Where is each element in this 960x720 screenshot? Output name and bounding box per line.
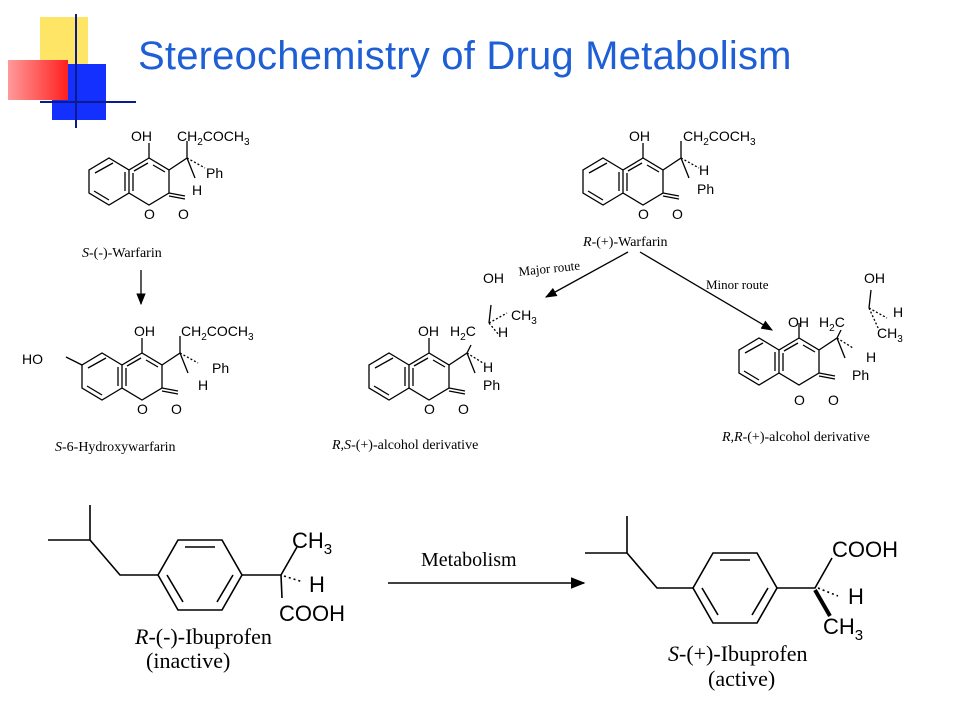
red-square — [8, 60, 68, 100]
rr-h2c: H2C — [819, 314, 845, 334]
r-warfarin-ring-o: O — [638, 206, 649, 222]
r-warfarin-label: R-(+)-Warfarin — [582, 235, 668, 250]
rs-alcohol-structure — [368, 304, 508, 401]
s6-h: H — [198, 377, 208, 393]
rr-oh: OH — [788, 314, 809, 330]
s-warfarin-ring-o: O — [144, 206, 155, 222]
rr-ch3: CH3 — [877, 325, 903, 345]
rr-ph: Ph — [852, 367, 869, 383]
s-ibuprofen-name: S-(+)-Ibuprofen — [668, 641, 807, 666]
rs-ch3: CH3 — [511, 307, 537, 327]
s-warfarin-carbonyl-o: O — [178, 206, 189, 222]
rr-h-top: H — [893, 304, 903, 320]
rs-h-top: H — [498, 324, 508, 340]
rs-h: H — [483, 359, 493, 375]
s6-ph: Ph — [212, 360, 229, 376]
r-warfarin-structure — [582, 141, 700, 206]
r-ibuprofen-structure — [48, 505, 304, 611]
s6-hydroxywarfarin-label: S-6-Hydroxywarfarin — [55, 440, 176, 455]
vertical-line — [75, 14, 77, 128]
r-warfarin-carbonyl-o: O — [672, 206, 683, 222]
r-ibuprofen-cooh: COOH — [279, 601, 345, 626]
s-ibuprofen-ch3: CH3 — [823, 614, 863, 644]
rr-oh-top: OH — [864, 270, 885, 286]
r-warfarin-side-chain: CH2COCH3 — [683, 128, 756, 148]
metabolism-label: Metabolism — [421, 549, 517, 571]
s-ibuprofen-activity: (active) — [708, 666, 775, 691]
r-ibuprofen-activity: (inactive) — [146, 648, 230, 673]
s-warfarin-h: H — [192, 182, 202, 198]
rs-ring-o: O — [424, 401, 435, 417]
rs-alcohol-label: R,S-(+)-alcohol derivative — [331, 438, 478, 453]
s-ibuprofen-cooh: COOH — [832, 537, 898, 562]
s-warfarin-label: S-(-)-Warfarin — [82, 246, 162, 261]
r-ibuprofen-name: R-(-)-Ibuprofen — [134, 624, 272, 649]
s-ibuprofen-structure — [585, 516, 839, 624]
r-warfarin-ph: Ph — [697, 181, 714, 197]
s-warfarin-ph: Ph — [206, 165, 223, 181]
s-warfarin-oh: OH — [131, 128, 152, 144]
s-ibuprofen-h: H — [848, 584, 864, 609]
r-ibuprofen-ch3: CH3 — [292, 528, 332, 558]
rs-h2c: H2C — [450, 323, 476, 343]
corner-decoration — [0, 0, 140, 130]
s6-carbonyl-o: O — [171, 401, 182, 417]
s6-side-chain: CH2COCH3 — [181, 323, 254, 343]
rr-carbonyl-o: O — [828, 392, 839, 408]
s-warfarin-side-chain: CH2COCH3 — [177, 128, 250, 148]
s6-oh: OH — [134, 323, 155, 339]
rs-ph: Ph — [483, 377, 500, 393]
rs-carbonyl-o: O — [458, 401, 469, 417]
major-route-arrow — [544, 251, 629, 298]
r-warfarin-oh: OH — [629, 128, 650, 144]
rr-alcohol-label: R,R-(+)-alcohol derivative — [721, 430, 870, 445]
rr-ring-o: O — [794, 392, 805, 408]
major-route-label: Major route — [518, 258, 581, 279]
rr-h: H — [866, 349, 876, 365]
s-warfarin-structure — [88, 141, 206, 206]
r-warfarin-h: H — [699, 162, 709, 178]
minor-route-arrow — [639, 251, 774, 331]
horizontal-line — [40, 101, 136, 103]
rs-oh-top: OH — [483, 270, 504, 286]
r-ibuprofen-h: H — [309, 572, 325, 597]
rs-oh: OH — [418, 323, 439, 339]
slide-title: Stereochemistry of Drug Metabolism — [138, 34, 792, 78]
s6-hydroxywarfarin-structure — [65, 336, 199, 401]
s6-ho: HO — [22, 351, 43, 367]
rr-alcohol-structure — [738, 289, 888, 386]
minor-route-label: Minor route — [706, 277, 769, 292]
s6-ring-o: O — [137, 401, 148, 417]
